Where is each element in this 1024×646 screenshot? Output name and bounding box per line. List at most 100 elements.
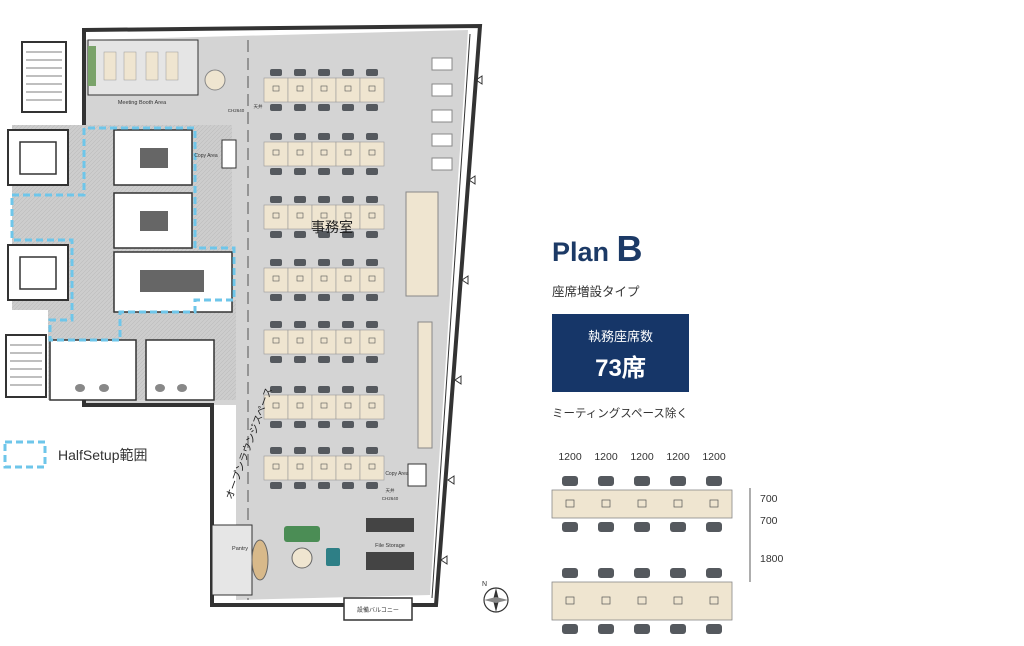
room-label-ceiling-2: CH2640 xyxy=(382,496,399,501)
room-label-copy-area: Copy Area xyxy=(194,153,218,159)
desk xyxy=(311,141,337,167)
plan-subtitle: 座席増設タイプ xyxy=(552,285,640,299)
desk xyxy=(335,394,361,420)
desk xyxy=(287,141,313,167)
seat-count-note: ミーティングスペース除く xyxy=(552,408,688,420)
chair xyxy=(342,196,354,203)
chair xyxy=(634,624,650,634)
monitor-icon xyxy=(344,402,352,409)
plan-title-letter: B xyxy=(616,228,643,269)
sample-desk-block xyxy=(551,581,733,621)
chair xyxy=(270,133,282,140)
phone-booth-row xyxy=(405,191,439,297)
chair xyxy=(318,104,330,111)
monitor-icon xyxy=(320,212,328,219)
monitor-icon xyxy=(601,596,611,605)
monitor-icon xyxy=(344,275,352,282)
chair xyxy=(270,321,282,328)
desk xyxy=(287,455,313,481)
chair xyxy=(342,133,354,140)
monitor-icon xyxy=(296,337,304,344)
compass-icon: N xyxy=(482,581,509,613)
chair xyxy=(634,522,650,532)
desk xyxy=(287,77,313,103)
chair xyxy=(294,386,306,393)
monitor-icon xyxy=(673,596,683,605)
chair xyxy=(366,421,378,428)
chair xyxy=(598,624,614,634)
chair xyxy=(342,294,354,301)
desk xyxy=(263,394,289,420)
desk-blocks xyxy=(263,69,385,489)
chair xyxy=(318,321,330,328)
monitor-icon xyxy=(296,212,304,219)
desk xyxy=(335,329,361,355)
chair xyxy=(318,259,330,266)
chair xyxy=(294,356,306,363)
chair xyxy=(342,321,354,328)
chair xyxy=(366,196,378,203)
chair xyxy=(366,168,378,175)
window-marker-icon xyxy=(475,75,483,85)
chair xyxy=(598,568,614,578)
desk xyxy=(311,267,337,293)
room-label-file-storage: File Storage xyxy=(375,543,405,549)
chair xyxy=(706,568,722,578)
chair xyxy=(670,522,686,532)
monitor-icon xyxy=(565,596,575,605)
chair xyxy=(270,421,282,428)
dimension-height-label: 700 xyxy=(760,515,778,527)
monitor-icon xyxy=(320,275,328,282)
meeting-room xyxy=(113,251,233,313)
window-counter xyxy=(431,57,453,171)
chair xyxy=(294,482,306,489)
desk xyxy=(311,77,337,103)
desk xyxy=(263,267,289,293)
monitor-icon xyxy=(709,596,719,605)
seat-count-value: 73席 xyxy=(595,355,646,382)
file-storage xyxy=(366,518,414,570)
plan-title-prefix: Plan xyxy=(552,237,610,267)
chair xyxy=(270,386,282,393)
chair xyxy=(294,294,306,301)
desk xyxy=(287,267,313,293)
desk xyxy=(359,77,385,103)
chair xyxy=(318,133,330,140)
chair xyxy=(366,482,378,489)
monitor-icon xyxy=(272,337,280,344)
chair xyxy=(342,259,354,266)
desk xyxy=(359,267,385,293)
desk xyxy=(263,77,289,103)
chair xyxy=(294,447,306,454)
monitor-icon xyxy=(320,463,328,470)
chair xyxy=(342,356,354,363)
chair xyxy=(670,568,686,578)
chair xyxy=(294,69,306,76)
desk xyxy=(335,455,361,481)
chair xyxy=(270,356,282,363)
chair xyxy=(366,447,378,454)
room-label-meeting-booth: Meeting Booth Area xyxy=(118,100,167,106)
chair xyxy=(270,447,282,454)
dimension-width-label: 1200 xyxy=(630,451,654,463)
monitor-icon xyxy=(272,212,280,219)
dimension-height-label: 1800 xyxy=(760,553,784,565)
chair xyxy=(670,624,686,634)
chair xyxy=(318,294,330,301)
desk xyxy=(263,141,289,167)
desk-row xyxy=(263,69,385,111)
chair xyxy=(342,482,354,489)
monitor-icon xyxy=(296,85,304,92)
window-bench xyxy=(417,321,433,449)
desk xyxy=(359,141,385,167)
monitor-icon xyxy=(320,337,328,344)
monitor-icon xyxy=(296,149,304,156)
chair xyxy=(634,476,650,486)
copy-machine xyxy=(407,463,427,487)
desk xyxy=(359,455,385,481)
monitor-icon xyxy=(368,275,376,282)
chair xyxy=(366,356,378,363)
chair xyxy=(342,168,354,175)
window-markers xyxy=(440,75,483,565)
chair xyxy=(270,294,282,301)
